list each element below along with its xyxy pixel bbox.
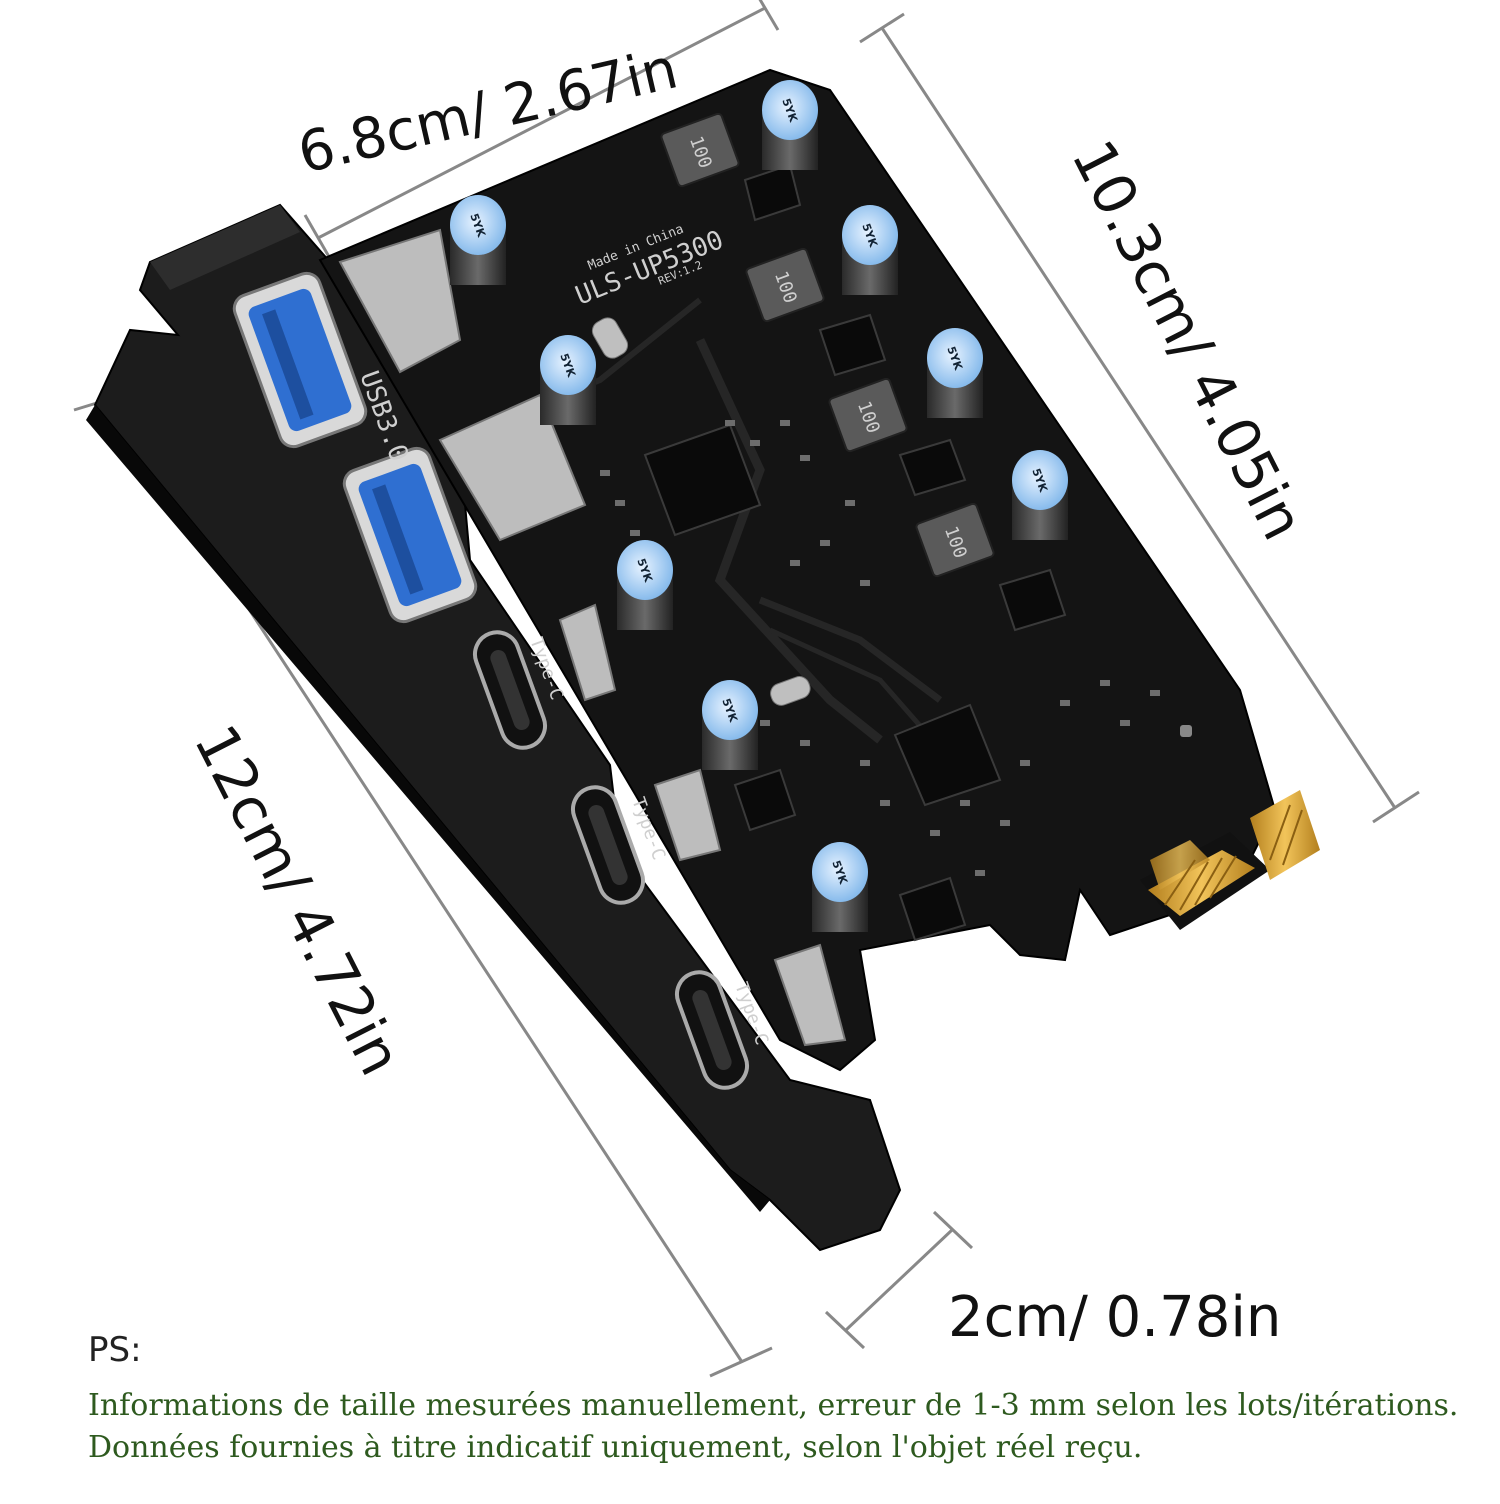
dimension-line-right: [859, 12, 1420, 824]
usb3-port-1: [232, 271, 368, 449]
dimension-line-bottom: [824, 1210, 974, 1350]
smd-components: [600, 420, 1192, 876]
internal-connectors: [338, 228, 847, 1047]
typec-port-1: [473, 630, 547, 750]
pcie-gold-fingers: [1140, 790, 1320, 930]
ps-label: PS:: [88, 1330, 142, 1370]
controller-chips: [643, 163, 1067, 942]
dimension-line-top: [303, 0, 780, 263]
typec-port-3: [675, 970, 749, 1090]
measurement-note: Informations de taille mesurées manuelle…: [88, 1388, 1459, 1465]
capacitors: 5YK 5YK 5YK 5YK 5YK 5YK 5YK 5YK 5YK: [450, 80, 1068, 932]
crystals: [591, 317, 811, 706]
inductors: 100 100 100 100: [660, 112, 995, 578]
usb3-port-2: [342, 446, 478, 624]
dimension-bottom-label: 2cm/ 0.78in: [948, 1285, 1282, 1350]
typec-port-2: [571, 785, 645, 905]
